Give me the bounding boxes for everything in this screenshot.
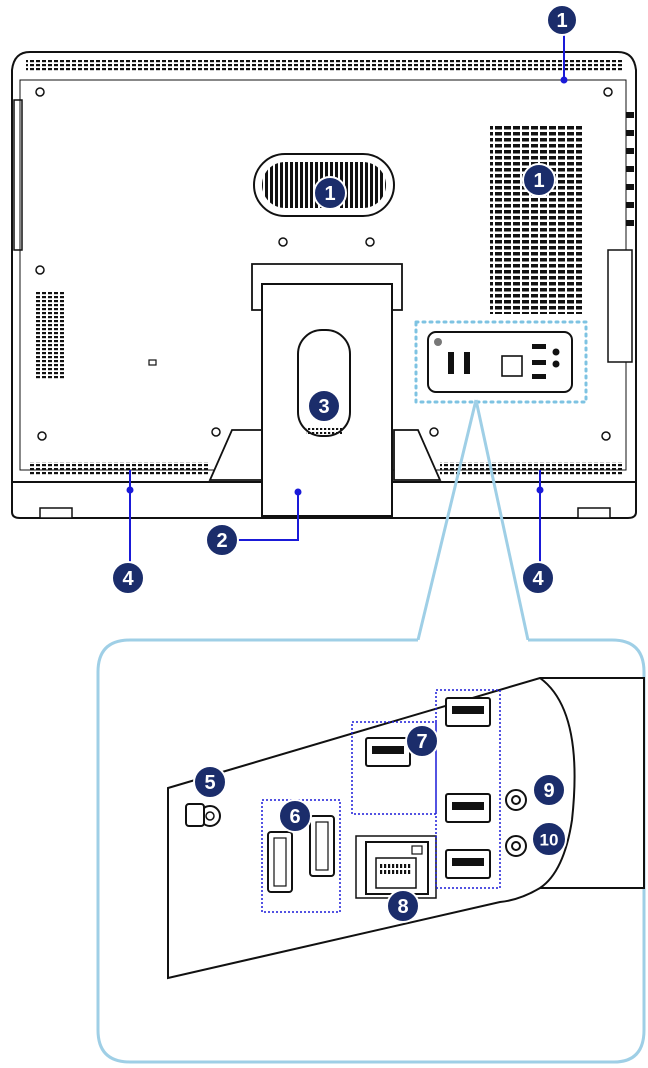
- callout-2: 2: [205, 523, 239, 557]
- antenna-connector-icon: [185, 803, 221, 827]
- bottom-left-vent: [30, 462, 210, 476]
- svg-text:9: 9: [543, 780, 554, 802]
- callout-10: 10: [531, 821, 567, 857]
- callout-4-left: 4: [111, 561, 145, 595]
- svg-text:1: 1: [556, 10, 567, 32]
- svg-text:1: 1: [533, 170, 544, 192]
- bottom-right-vent: [440, 462, 622, 476]
- lan-port-icon: [355, 835, 437, 899]
- svg-text:7: 7: [416, 731, 427, 753]
- svg-text:1: 1: [324, 183, 335, 205]
- side-buttons: [607, 112, 634, 363]
- callout-7: 7: [405, 724, 439, 758]
- callout-1-right: 1: [522, 163, 556, 197]
- left-side-vent: [36, 292, 66, 380]
- svg-text:2: 2: [216, 530, 227, 552]
- usb-port-group: [351, 689, 501, 889]
- callout-6: 6: [278, 799, 312, 833]
- right-vent-grid: [490, 126, 582, 314]
- callout-1-center: 1: [313, 176, 347, 210]
- audio-jack-icon: [505, 789, 527, 857]
- leader-lines: [129, 32, 565, 562]
- rear-io-area: [414, 320, 588, 404]
- svg-text:6: 6: [289, 806, 300, 828]
- top-vent-strip: [26, 60, 622, 72]
- callout-8: 8: [386, 889, 420, 923]
- zoomed-io-panel: [167, 677, 645, 980]
- svg-text:5: 5: [204, 772, 215, 794]
- callout-3: 3: [307, 389, 341, 423]
- callout-1-top: 1: [546, 4, 578, 36]
- callout-5: 5: [193, 765, 227, 799]
- hdmi-port-group: [261, 799, 341, 913]
- callout-9: 9: [532, 773, 566, 807]
- svg-text:8: 8: [397, 896, 408, 918]
- callout-4-right: 4: [521, 561, 555, 595]
- svg-text:10: 10: [540, 831, 559, 850]
- svg-text:4: 4: [532, 568, 544, 590]
- svg-text:4: 4: [122, 568, 134, 590]
- svg-text:3: 3: [318, 396, 329, 418]
- screw-icon: [35, 87, 613, 441]
